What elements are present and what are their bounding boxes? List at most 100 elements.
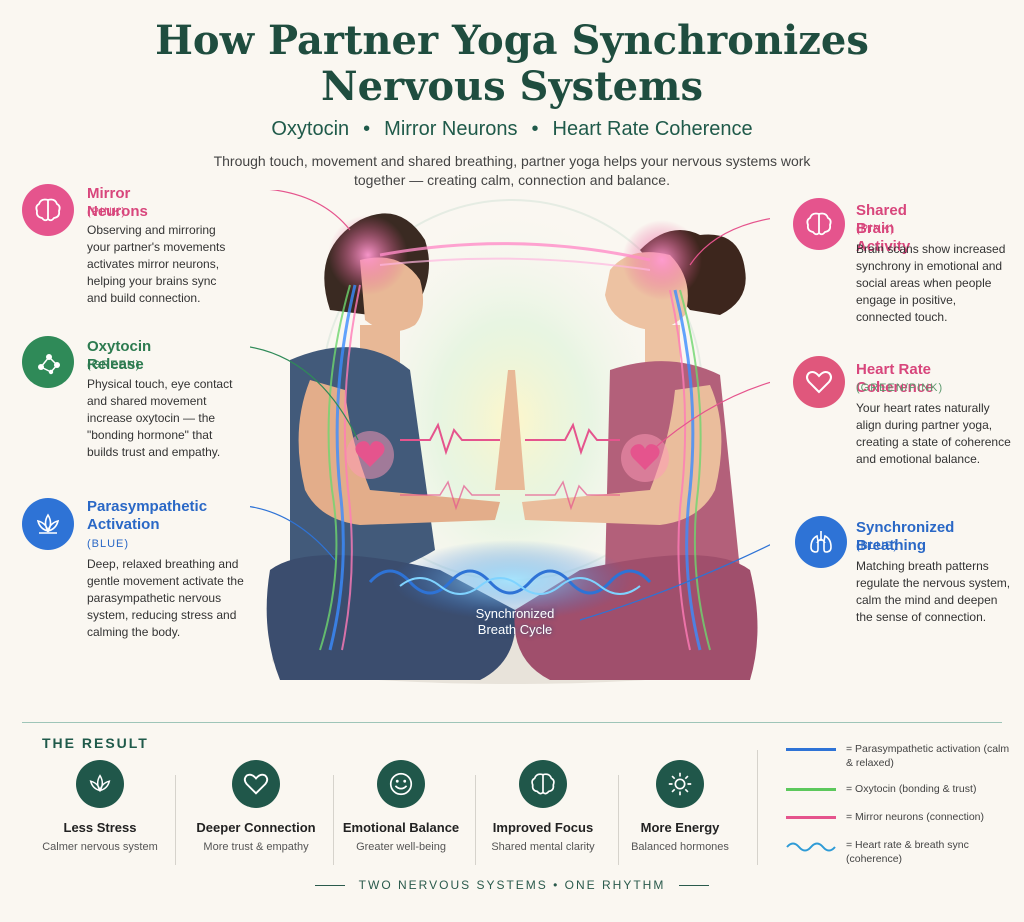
feature-description: Deep, relaxed breathing and gentle movem…	[87, 557, 244, 639]
subtitle-oxytocin: Oxytocin	[271, 118, 350, 140]
result-separator	[618, 775, 619, 865]
connector-mirror-neurons	[269, 190, 351, 231]
man-arm	[298, 380, 500, 525]
legend-swatch-blue	[786, 748, 836, 751]
result-item-less-stress: Less Stress Calmer nervous system	[35, 760, 165, 853]
result-item-deeper-connection: Deeper Connection More trust & empathy	[191, 760, 321, 853]
smile-icon	[377, 760, 425, 808]
result-title: Deeper Connection	[196, 820, 316, 835]
feature-description: Matching breath patterns regulate the ne…	[856, 559, 1011, 624]
feature-tag: (PINK)	[856, 223, 895, 235]
result-item-emotional-balance: Emotional Balance Greater well-being	[336, 760, 466, 853]
sun-icon	[656, 760, 704, 808]
feature-title: Mirror Neurons	[87, 185, 148, 220]
feature-description: Physical touch, eye contact and shared m…	[87, 377, 233, 459]
result-item-more-energy: More Energy Balanced hormones	[615, 760, 745, 853]
legend-swatch-pink	[786, 816, 836, 819]
result-item-improved-focus: Improved Focus Shared mental clarity	[478, 760, 608, 853]
subtitle-heart-rate: Heart Rate Coherence	[552, 118, 753, 140]
result-separator	[333, 775, 334, 865]
subtitle-mirror-neurons: Mirror Neurons	[384, 118, 518, 140]
heart-icon	[232, 760, 280, 808]
connector-shared-brain	[689, 218, 770, 266]
connector-breathing	[579, 544, 770, 621]
feature-description: Observing and mirroring your partner's m…	[87, 223, 226, 305]
result-title: Improved Focus	[492, 820, 594, 835]
connector-oxytocin	[250, 346, 359, 441]
legend-swatch-wave	[786, 842, 836, 852]
molecule-icon	[22, 336, 74, 388]
legend-swatch-green	[786, 788, 836, 791]
page-title-line2: Nervous Systems	[321, 63, 703, 110]
man-spine-pink	[341, 284, 361, 651]
subtitle: Oxytocin • Mirror Neurons • Heart Rate Coher…	[0, 118, 1024, 141]
feature-title-line2: Activation	[87, 516, 160, 533]
subtitle-separator: •	[363, 118, 371, 140]
feature-title: Shared Brain Activity	[856, 202, 911, 255]
lotus-icon	[22, 498, 74, 550]
breath-wave-2	[399, 577, 641, 595]
brain-icon	[793, 198, 845, 250]
heart-rate-line-left	[400, 422, 500, 456]
lungs-icon	[795, 516, 847, 568]
breath-wave	[368, 569, 652, 595]
man-brain-glow	[328, 215, 408, 295]
legend-text: = Heart rate & breath sync (coherence)	[846, 839, 969, 865]
brain-sync-line	[379, 242, 651, 262]
footer-text: TWO NERVOUS SYSTEMS • ONE RHYTHM	[358, 878, 666, 892]
heart-icon	[793, 356, 845, 408]
feature-title: Synchronized Breathing	[856, 519, 955, 554]
feature-tag: (PINK)	[87, 206, 126, 218]
partner-yoga-illustration	[250, 190, 770, 684]
man-heart-icon	[355, 441, 385, 467]
legend-text: = Parasympathetic activation (calm & rel…	[846, 743, 1010, 769]
connector-parasympathetic	[250, 505, 336, 561]
result-subtitle: More trust & empathy	[203, 841, 309, 853]
man-spine-green	[319, 284, 351, 651]
legend-text: = Oxytocin (bonding & trust)	[846, 783, 977, 795]
feature-description: Your heart rates naturally align during …	[856, 401, 1011, 466]
feature-title: Heart Rate Coherence	[856, 361, 934, 396]
feature-title: Oxytocin Release	[87, 338, 152, 373]
lotus-icon	[76, 760, 124, 808]
legend-separator	[757, 750, 758, 865]
result-title: More Energy	[640, 820, 720, 835]
breath-label-line2: Breath Cycle	[477, 622, 553, 637]
man-spine-blue	[328, 284, 357, 651]
heart-rate-line-right	[525, 422, 620, 456]
intro-text: Through touch, movement and shared breat…	[213, 153, 811, 188]
result-heading: THE RESULT	[42, 735, 149, 751]
result-separator	[475, 775, 476, 865]
result-title: Emotional Balance	[342, 820, 460, 835]
heart-rate-line-right-2	[525, 480, 620, 511]
woman-spine-blue	[673, 289, 702, 651]
footer-tagline: TWO NERVOUS SYSTEMS • ONE RHYTHM	[0, 878, 1024, 892]
woman-spine-green	[679, 289, 711, 651]
connector-heart-coherence	[649, 381, 770, 453]
joined-palms	[495, 370, 525, 490]
feature-tag: (GREEN)	[87, 359, 141, 371]
feature-description: Brain scans show increased synchrony in …	[856, 242, 1006, 324]
result-separator	[175, 775, 176, 865]
breath-cycle-label: Synchronized Breath Cycle	[455, 606, 575, 638]
breath-label-line1: Synchronized	[475, 606, 555, 621]
subtitle-separator: •	[531, 118, 539, 140]
woman-brain-glow	[622, 220, 702, 300]
feature-title-line1: Parasympathetic	[87, 498, 208, 515]
result-subtitle: Balanced hormones	[631, 841, 729, 853]
section-divider	[22, 722, 1002, 723]
feature-tag: (BLUE)	[856, 540, 899, 552]
woman-arm	[522, 385, 722, 525]
result-subtitle: Greater well-being	[356, 841, 446, 853]
legend-text: = Mirror neurons (connection)	[846, 811, 985, 823]
brain-sync-line	[379, 257, 651, 271]
heart-rate-line-left-2	[400, 480, 500, 511]
result-title: Less Stress	[63, 820, 137, 835]
brain-icon	[22, 184, 74, 236]
result-subtitle: Shared mental clarity	[491, 841, 595, 853]
page-title-line1: How Partner Yoga Synchronizes	[155, 17, 869, 64]
brain-icon	[519, 760, 567, 808]
woman-spine-pink	[669, 289, 691, 651]
feature-tag: (GREEN/PINK)	[856, 382, 944, 394]
result-subtitle: Calmer nervous system	[42, 841, 158, 853]
